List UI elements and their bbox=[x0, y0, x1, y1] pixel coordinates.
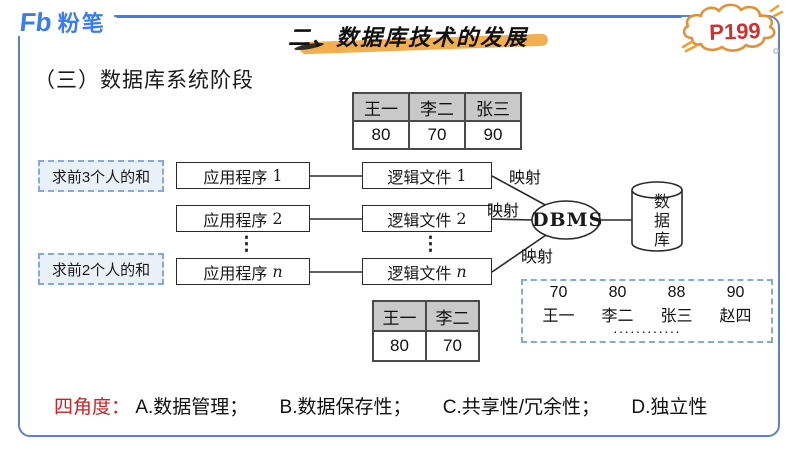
angles-summary: 四角度： A.数据管理； B.数据保存性； C.共享性/冗余性； D.独立性 bbox=[54, 392, 707, 419]
vertical-ellipsis: ⋮ bbox=[421, 234, 440, 255]
score-table-top: 王一 李二 张三 80 70 90 bbox=[352, 92, 522, 150]
file-box-n: 逻辑文件 n bbox=[362, 258, 492, 285]
records-names-row: 王一 李二 张三 赵四 bbox=[529, 302, 765, 326]
record-name: 李二 bbox=[601, 308, 634, 325]
angle-item-a: A.数据管理； bbox=[135, 397, 249, 418]
cloud-badge-icon bbox=[681, 3, 784, 54]
file-label: 逻辑文件 bbox=[387, 167, 452, 187]
page-title-wrap: 二、数据库技术的发展 bbox=[288, 20, 568, 56]
record-score: 88 bbox=[667, 284, 686, 301]
col-header: 王一 bbox=[352, 92, 410, 122]
col-header: 李二 bbox=[425, 300, 480, 332]
app-box-n: 应用程序 n bbox=[176, 258, 310, 285]
task-box-sum2: 求前2个人的和 bbox=[38, 253, 164, 285]
dbms-label: DBMS bbox=[532, 209, 604, 231]
col-header: 李二 bbox=[408, 92, 466, 122]
fenbi-logo-icon: Fb bbox=[18, 7, 54, 37]
record-score: 80 bbox=[608, 284, 627, 301]
app-label: 应用程序 bbox=[203, 263, 268, 283]
file-num: 1 bbox=[456, 166, 467, 185]
app-box-1: 应用程序 1 bbox=[176, 162, 310, 189]
app-label: 应用程序 bbox=[203, 210, 268, 230]
file-label: 逻辑文件 bbox=[387, 210, 452, 230]
records-ellipsis: ············ bbox=[613, 323, 681, 339]
records-panel: 70 80 88 90 王一 李二 张三 赵四 ············ bbox=[521, 279, 773, 343]
file-box-2: 逻辑文件 2 bbox=[362, 205, 492, 232]
table-row: 王一 李二 张三 bbox=[352, 92, 522, 122]
table-row: 王一 李二 bbox=[372, 300, 480, 332]
page-title: 二、数据库技术的发展 bbox=[288, 25, 529, 51]
record-name: 王一 bbox=[542, 308, 575, 325]
angle-item-b: B.数据保存性； bbox=[279, 397, 412, 418]
record-name: 赵四 bbox=[719, 308, 752, 325]
file-num: 2 bbox=[456, 209, 467, 228]
mapping-label: 映射 bbox=[487, 201, 520, 220]
col-header: 王一 bbox=[372, 300, 427, 332]
records-scores-row: 70 80 88 90 bbox=[529, 284, 765, 302]
section-heading: （三）数据库系统阶段 bbox=[34, 69, 254, 92]
file-box-1: 逻辑文件 1 bbox=[362, 162, 492, 189]
app-num: n bbox=[272, 262, 283, 281]
score-cell: 80 bbox=[372, 330, 427, 362]
page-number-badge: P199 bbox=[708, 18, 762, 45]
file-label: 逻辑文件 bbox=[387, 263, 452, 283]
database-label: 数据库 bbox=[651, 193, 670, 250]
record-score: 90 bbox=[726, 284, 745, 301]
score-cell: 90 bbox=[464, 120, 522, 150]
angle-item-c: C.共享性/冗余性； bbox=[442, 397, 601, 418]
app-box-2: 应用程序 2 bbox=[176, 205, 310, 232]
score-table-bottom: 王一 李二 80 70 bbox=[372, 300, 480, 362]
record-score: 70 bbox=[549, 284, 568, 301]
header-divider-line bbox=[116, 15, 682, 18]
score-cell: 70 bbox=[425, 330, 480, 362]
record-name: 张三 bbox=[660, 308, 693, 325]
col-header: 张三 bbox=[464, 92, 522, 122]
angle-item-d: D.独立性 bbox=[631, 397, 708, 418]
app-num: 2 bbox=[272, 209, 283, 228]
fenbi-logo-text: 粉笔 bbox=[57, 11, 106, 36]
table-row: 80 70 90 bbox=[352, 120, 522, 150]
angles-colon: ： bbox=[111, 397, 131, 418]
fenbi-logo: Fb 粉笔 bbox=[18, 6, 106, 38]
mapping-label: 映射 bbox=[509, 168, 542, 187]
table-row: 80 70 bbox=[372, 330, 480, 362]
task-box-sum3: 求前3个人的和 bbox=[38, 160, 164, 192]
corner-patch bbox=[0, 0, 114, 36]
mapping-label: 映射 bbox=[521, 247, 554, 266]
vertical-ellipsis: ⋮ bbox=[237, 234, 256, 255]
score-cell: 80 bbox=[352, 120, 410, 150]
app-num: 1 bbox=[272, 166, 283, 185]
app-label: 应用程序 bbox=[203, 167, 268, 187]
score-cell: 70 bbox=[408, 120, 466, 150]
file-num: n bbox=[456, 262, 467, 281]
angles-label: 四角度 bbox=[54, 397, 112, 418]
